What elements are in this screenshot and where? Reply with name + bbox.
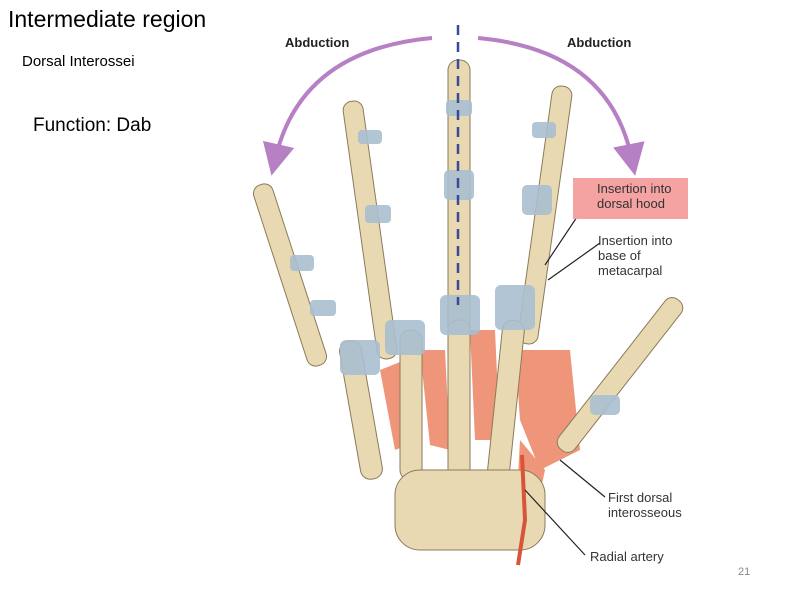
metacarpal-label: Insertion into base of metacarpal bbox=[598, 233, 672, 278]
abduction-arrow-left bbox=[262, 36, 433, 176]
slide-subtitle: Dorsal Interossei bbox=[22, 53, 135, 70]
dorsal-hood-label: Insertion into dorsal hood bbox=[573, 178, 688, 219]
label-line: base of bbox=[598, 248, 641, 263]
radial-artery-label: Radial artery bbox=[590, 549, 664, 564]
radial-artery bbox=[516, 454, 528, 566]
abduction-label-left: Abduction bbox=[285, 35, 350, 50]
joint-capsules bbox=[290, 100, 620, 415]
first-dorsal-label: First dorsal interosseous bbox=[608, 490, 682, 520]
abduction-label-right: Abduction bbox=[567, 35, 632, 50]
abduction-arrow-right bbox=[477, 36, 645, 176]
label-line: dorsal hood bbox=[597, 196, 665, 211]
label-line: Insertion into bbox=[598, 233, 673, 248]
label-line: interosseous bbox=[608, 505, 682, 520]
label-line: First dorsal bbox=[608, 490, 673, 505]
slide-title: Intermediate region bbox=[8, 6, 207, 32]
page-number: 21 bbox=[738, 566, 751, 578]
label-line: metacarpal bbox=[598, 263, 663, 278]
label-line: Insertion into bbox=[597, 181, 672, 196]
function-text: Function: Dab bbox=[33, 115, 152, 136]
